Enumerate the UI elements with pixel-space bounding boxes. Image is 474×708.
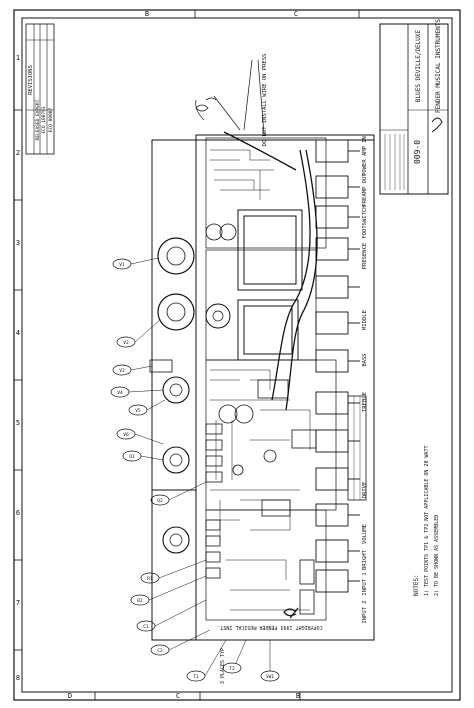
- revisions-heading: REVISIONS: [28, 65, 34, 95]
- jack-label: MIDDLE: [362, 310, 368, 330]
- jack-label: VOLUME: [362, 524, 368, 544]
- svg-text:V3: V3: [119, 368, 125, 374]
- jack-label: INPUT 1: [362, 572, 368, 595]
- fender-script-logo: [283, 607, 299, 619]
- left-mark: 5: [16, 419, 20, 427]
- tube-socket-v6: [205, 303, 231, 329]
- top-left-stamp: [195, 97, 217, 112]
- company-name: FENDER MUSICAL INSTRUMENTS: [435, 19, 442, 113]
- outer-frame: [13, 9, 461, 701]
- revisions-block: REVISIONS RELEASED EXPERT ECO 100793 ECO…: [25, 23, 55, 155]
- left-mark: 4: [16, 329, 20, 337]
- svg-text:R2: R2: [137, 598, 143, 604]
- callout-bubble: V6: [116, 428, 164, 445]
- svg-text:V5: V5: [135, 408, 141, 414]
- svg-text:Q2: Q2: [157, 498, 163, 504]
- revision-row-a: RELEASED EXPERT: [35, 99, 41, 140]
- left-marks: 1 2 3 4 5 6 7 8: [16, 54, 20, 682]
- pot-row: [315, 139, 360, 593]
- jack-label: BASS: [362, 353, 368, 366]
- left-mark: 1: [16, 54, 20, 62]
- callout-bubble: Q1: [122, 450, 164, 462]
- callout-bubble: V2: [116, 319, 161, 348]
- tube-socket-v1: [157, 237, 195, 275]
- fender-logo: [431, 117, 443, 133]
- notes-block: NOTES: 1) TEST POINTS TP1 & TP2 NOT APPL…: [413, 445, 440, 596]
- left-mark: 8: [16, 674, 20, 682]
- jack-labels: PREAMP OUT POWER AMP IN FOOTSWITCH PRESE…: [362, 136, 368, 623]
- notes-heading: NOTES:: [413, 574, 420, 596]
- svg-text:V2: V2: [123, 340, 129, 346]
- title-block-fine-lines: [384, 134, 405, 190]
- top-mark-b: B: [145, 10, 149, 18]
- svg-text:V6: V6: [123, 432, 129, 438]
- tube-socket-v2: [157, 293, 195, 331]
- callout-bubble: R2: [130, 575, 207, 606]
- wiring: [223, 131, 318, 411]
- svg-text:V4: V4: [117, 390, 123, 396]
- revision-row-b: ECO 100793: [41, 106, 47, 133]
- tube-socket-v3: [162, 376, 190, 404]
- bottom-mark-b: B: [296, 692, 300, 700]
- jack-label: PREAMP OUT: [362, 173, 368, 207]
- jack-label: DRIVE: [362, 482, 368, 499]
- pcb-traces: [210, 149, 311, 611]
- copyright-text: COPYRIGHT 1993 FENDER MUSICAL INST.: [217, 624, 322, 630]
- revision-row-c: ECO 00007: [48, 108, 54, 133]
- top-leader-lines: [195, 59, 265, 135]
- tube-socket-v4: [162, 446, 190, 474]
- boxed-specs: [347, 395, 367, 501]
- left-mark: 6: [16, 509, 20, 517]
- callout-bubble: V1: [112, 257, 159, 270]
- jack-label: POWER AMP IN: [362, 136, 368, 176]
- power-transformer: [237, 209, 303, 291]
- svg-text:Q1: Q1: [129, 454, 135, 460]
- callout-bubble: R1: [140, 559, 207, 584]
- left-mark: 2: [16, 149, 20, 157]
- top-note: DO NOT INSTALL WIRE ON PRESS: [262, 54, 268, 147]
- bottom-mark-d: D: [68, 692, 72, 700]
- border-ticks: [14, 10, 360, 700]
- svg-text:SW1: SW1: [266, 674, 274, 680]
- callout-bubble: V4: [110, 386, 164, 398]
- svg-text:R1: R1: [147, 576, 153, 582]
- jack-label: PRESENCE: [362, 243, 368, 270]
- svg-text:V1: V1: [119, 262, 125, 268]
- jack-label: BRIGHT: [362, 549, 368, 570]
- drawing-number: 009-0: [413, 140, 422, 164]
- notes-line-1: 1) TEST POINTS TP1 & TP2 NOT APPLICABLE …: [424, 445, 430, 596]
- notes-line-2: 2) TO BE SHOWN AS ASSEMBLED: [434, 515, 440, 596]
- left-mark: 7: [16, 599, 20, 607]
- svg-text:C2: C2: [157, 648, 163, 654]
- callout-bubble: Q2: [150, 481, 207, 506]
- callout-bubble: C1: [136, 599, 207, 632]
- jack-label: INPUT 2: [362, 600, 368, 623]
- callout-bubble: SW1: [260, 640, 280, 682]
- callout-bubble: C2: [150, 629, 211, 656]
- bottom-mark-c: C: [176, 692, 180, 700]
- svg-text:T2: T2: [229, 666, 235, 672]
- callout-bubble: T2: [222, 639, 247, 674]
- left-callouts: V1 V2 V3 V4 V5 V6 Q1 Q2 R1 R2 C1 C2 T1 T…: [110, 257, 280, 682]
- chassis-outline: [151, 134, 375, 641]
- callout-bubble: V3: [112, 364, 153, 376]
- output-transformer: [237, 299, 299, 361]
- callout-bubble: V5: [128, 399, 166, 416]
- drawing-title: BLUES DEVILLE/DELUXE: [415, 29, 422, 102]
- callout-bubble: T1: [186, 639, 227, 682]
- tube-socket-v5: [162, 526, 190, 554]
- jack-label: FOOTSWITCH: [362, 205, 368, 238]
- bottom-label-places: 3 PLACES TYP: [220, 648, 226, 684]
- svg-text:C1: C1: [143, 624, 149, 630]
- inner-frame: [21, 17, 453, 693]
- transformers: [237, 209, 303, 361]
- tube-sockets: [157, 237, 231, 554]
- title-block: FENDER MUSICAL INSTRUMENTS BLUES DEVILLE…: [379, 19, 449, 195]
- left-mark: 3: [16, 239, 20, 247]
- svg-text:T1: T1: [193, 674, 199, 680]
- top-mark-c: C: [294, 10, 298, 18]
- components: [149, 223, 317, 615]
- jack-label: TREBLE: [362, 392, 368, 412]
